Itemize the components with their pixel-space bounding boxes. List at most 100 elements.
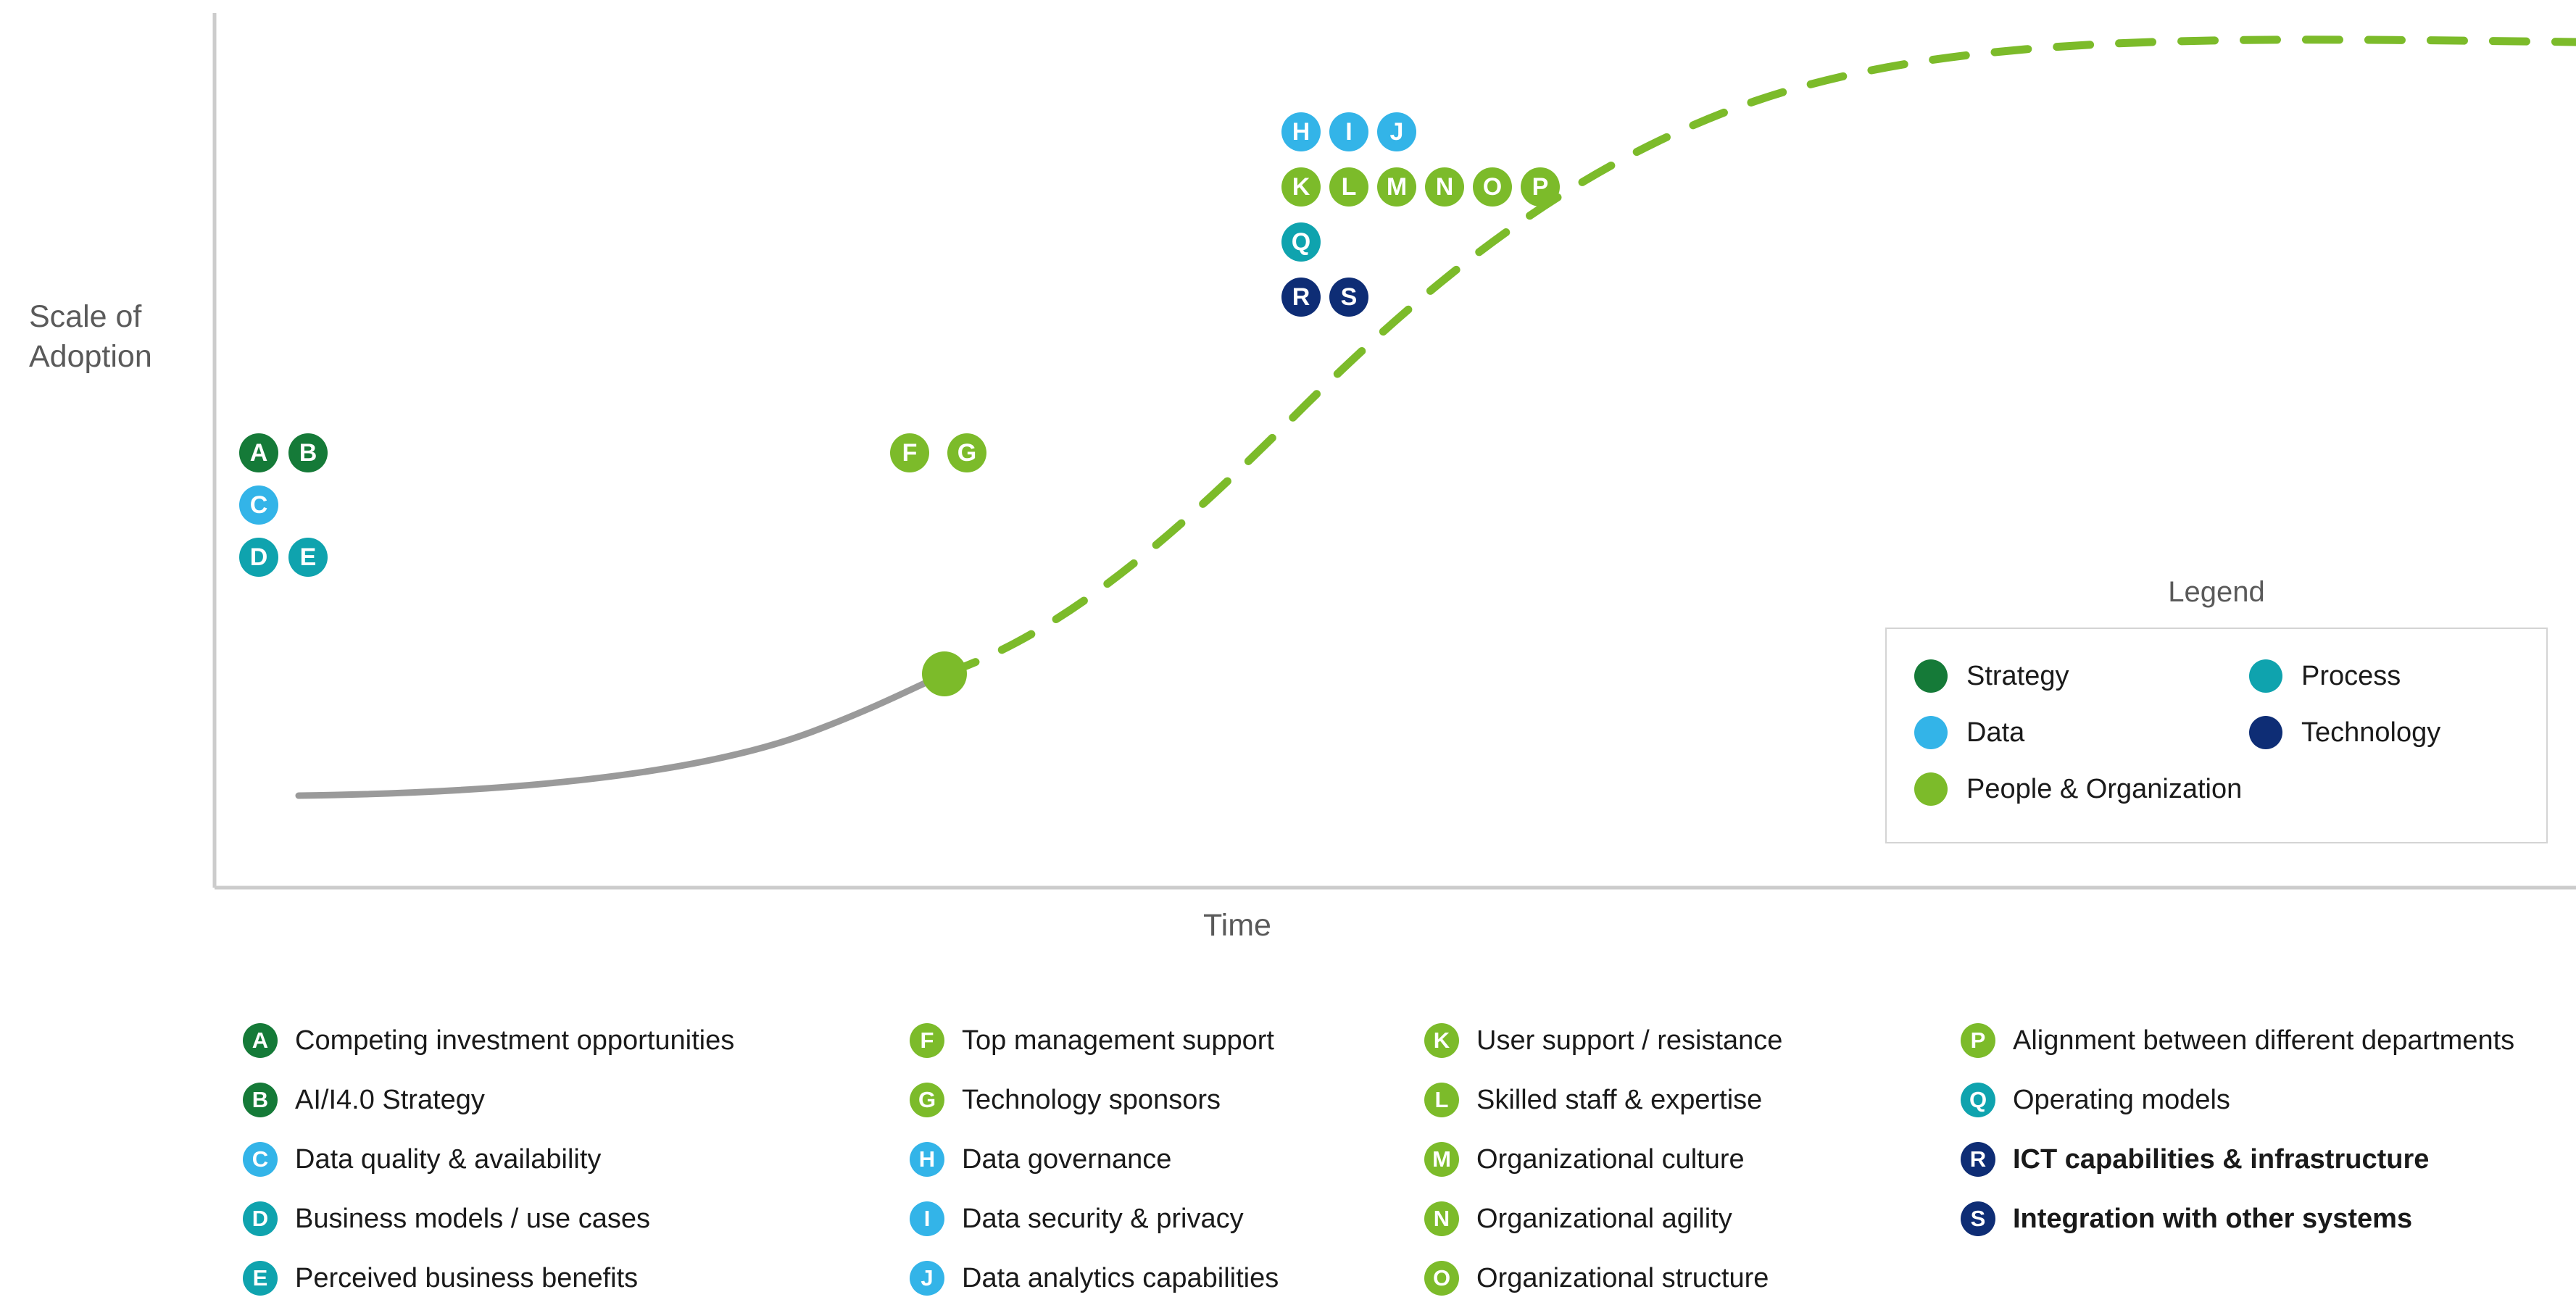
x-axis-title: Time bbox=[1203, 908, 1271, 943]
curve-projected-dashed bbox=[940, 36, 2576, 678]
key-badge-icon: M bbox=[1424, 1142, 1459, 1177]
key-label: Data security & privacy bbox=[962, 1203, 1244, 1234]
key-item-a[interactable]: A Competing investment opportunities bbox=[243, 1011, 734, 1070]
plot-canvas bbox=[212, 13, 2576, 890]
adoption-s-curve-chart: Scale of Adoption Time A B C D E F G H I… bbox=[29, 13, 2576, 943]
legend-label: Strategy bbox=[1966, 660, 2069, 691]
key-label: Skilled staff & expertise bbox=[1476, 1084, 1763, 1115]
plot-marker-n[interactable]: N bbox=[1425, 167, 1464, 207]
plot-marker-o[interactable]: O bbox=[1473, 167, 1512, 207]
plot-marker-r[interactable]: R bbox=[1281, 278, 1321, 317]
key-badge-icon: B bbox=[243, 1083, 278, 1117]
plot-marker-k[interactable]: K bbox=[1281, 167, 1321, 207]
legend-item-3[interactable]: People & Organization bbox=[1914, 761, 2255, 817]
legend-item-1[interactable]: Process bbox=[2249, 648, 2546, 704]
key-item-h[interactable]: H Data governance bbox=[910, 1130, 1279, 1189]
key-badge-icon: N bbox=[1424, 1201, 1459, 1236]
legend-label: Data bbox=[1966, 717, 2025, 748]
plot-marker-s[interactable]: S bbox=[1329, 278, 1368, 317]
key-item-o[interactable]: O Organizational structure bbox=[1424, 1249, 1782, 1308]
key-column-4: P Alignment between different departments… bbox=[1961, 1011, 2514, 1249]
key-item-k[interactable]: K User support / resistance bbox=[1424, 1011, 1782, 1070]
key-label: Data quality & availability bbox=[295, 1143, 602, 1175]
plot-marker-i[interactable]: I bbox=[1329, 112, 1368, 151]
key-badge-icon: K bbox=[1424, 1023, 1459, 1058]
legend-label: People & Organization bbox=[1966, 773, 2243, 804]
key-item-r[interactable]: R ICT capabilities & infrastructure bbox=[1961, 1130, 2514, 1189]
legend-swatch-icon bbox=[1914, 772, 1948, 806]
key-label: Business models / use cases bbox=[295, 1203, 651, 1234]
plot-marker-l[interactable]: L bbox=[1329, 167, 1368, 207]
key-item-j[interactable]: J Data analytics capabilities bbox=[910, 1249, 1279, 1308]
y-axis-title: Scale of Adoption bbox=[29, 299, 152, 375]
plot-marker-p[interactable]: P bbox=[1521, 167, 1560, 207]
key-badge-icon: S bbox=[1961, 1201, 1995, 1236]
key-item-q[interactable]: Q Operating models bbox=[1961, 1070, 2514, 1130]
key-label: Data analytics capabilities bbox=[962, 1262, 1279, 1293]
key-label: ICT capabilities & infrastructure bbox=[2013, 1143, 2430, 1175]
key-badge-icon: P bbox=[1961, 1023, 1995, 1058]
key-badge-icon: O bbox=[1424, 1261, 1459, 1296]
plot-marker-b[interactable]: B bbox=[288, 433, 328, 472]
key-item-b[interactable]: B AI/I4.0 Strategy bbox=[243, 1070, 734, 1130]
key-label: Organizational culture bbox=[1476, 1143, 1745, 1175]
plot-marker-j[interactable]: J bbox=[1377, 112, 1416, 151]
key-badge-icon: A bbox=[243, 1023, 278, 1058]
legend-item-2[interactable]: Technology bbox=[2249, 704, 2546, 761]
legend-swatch-icon bbox=[1914, 659, 1948, 693]
key-label: Perceived business benefits bbox=[295, 1262, 639, 1293]
key-badge-icon: R bbox=[1961, 1142, 1995, 1177]
key-item-l[interactable]: L Skilled staff & expertise bbox=[1424, 1070, 1782, 1130]
key-item-e[interactable]: E Perceived business benefits bbox=[243, 1249, 734, 1308]
key-badge-icon: D bbox=[243, 1201, 278, 1236]
legend-item-2[interactable]: Data bbox=[1914, 704, 2255, 761]
key-item-i[interactable]: I Data security & privacy bbox=[910, 1189, 1279, 1249]
plot-marker-c[interactable]: C bbox=[239, 485, 278, 525]
plot-marker-g[interactable]: G bbox=[947, 433, 986, 472]
key-label: Data governance bbox=[962, 1143, 1172, 1175]
plot-marker-a[interactable]: A bbox=[239, 433, 278, 472]
key-label: User support / resistance bbox=[1476, 1025, 1783, 1056]
legend-title: Legend bbox=[2168, 576, 2265, 608]
plot-marker-f[interactable]: F bbox=[890, 433, 929, 472]
key-badge-icon: E bbox=[243, 1261, 278, 1296]
key-label: Operating models bbox=[2013, 1084, 2230, 1115]
key-label: Technology sponsors bbox=[962, 1084, 1221, 1115]
key-label: Competing investment opportunities bbox=[295, 1025, 735, 1056]
key-badge-icon: H bbox=[910, 1142, 944, 1177]
key-label: Top management support bbox=[962, 1025, 1274, 1056]
legend-label: Technology bbox=[2301, 717, 2441, 748]
plot-marker-d[interactable]: D bbox=[239, 538, 278, 577]
key-item-p[interactable]: P Alignment between different departments bbox=[1961, 1011, 2514, 1070]
key-badge-icon: I bbox=[910, 1201, 944, 1236]
legend-swatch-icon bbox=[2249, 716, 2282, 749]
key-item-f[interactable]: F Top management support bbox=[910, 1011, 1279, 1070]
plot-marker-m[interactable]: M bbox=[1377, 167, 1416, 207]
key-item-c[interactable]: C Data quality & availability bbox=[243, 1130, 734, 1189]
key-badge-icon: J bbox=[910, 1261, 944, 1296]
legend-label: Process bbox=[2301, 660, 2401, 691]
key-item-m[interactable]: M Organizational culture bbox=[1424, 1130, 1782, 1189]
key-item-s[interactable]: S Integration with other systems bbox=[1961, 1189, 2514, 1249]
key-item-d[interactable]: D Business models / use cases bbox=[243, 1189, 734, 1249]
curve-transition-dot bbox=[922, 651, 967, 696]
legend-item-1[interactable]: Strategy bbox=[1914, 648, 2255, 704]
plot-marker-h[interactable]: H bbox=[1281, 112, 1321, 151]
curve-past-solid bbox=[295, 670, 948, 799]
key-label: Alignment between different departments bbox=[2013, 1025, 2515, 1056]
key-label: Organizational structure bbox=[1476, 1262, 1769, 1293]
plot-marker-e[interactable]: E bbox=[288, 538, 328, 577]
key-badge-icon: C bbox=[243, 1142, 278, 1177]
key-badge-icon: Q bbox=[1961, 1083, 1995, 1117]
key-label: Integration with other systems bbox=[2013, 1203, 2413, 1234]
key-label: AI/I4.0 Strategy bbox=[295, 1084, 485, 1115]
key-badge-icon: L bbox=[1424, 1083, 1459, 1117]
key-badge-icon: F bbox=[910, 1023, 944, 1058]
plot-marker-q[interactable]: Q bbox=[1281, 222, 1321, 262]
